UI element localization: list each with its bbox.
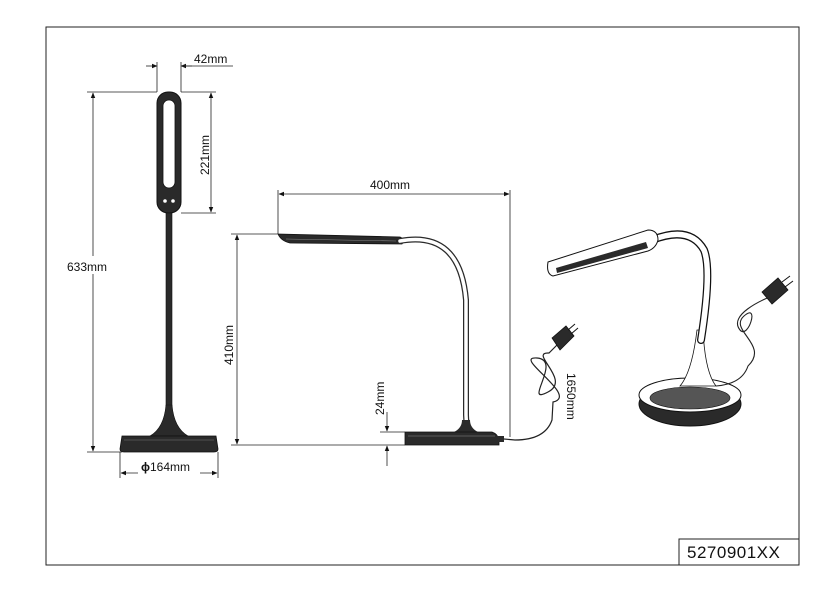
- front-neck: [148, 404, 190, 437]
- height-label: 410mm: [222, 325, 236, 365]
- front-stem: [165, 212, 173, 416]
- head-height-label: 221mm: [198, 135, 212, 175]
- arm-length-label: 400mm: [370, 178, 410, 192]
- base-height-label: 24mm: [373, 382, 387, 415]
- base-diameter-symbol: ϕ: [141, 460, 150, 474]
- drawing-frame: [45, 26, 800, 566]
- perspective-arm: [648, 230, 712, 344]
- product-code: 5270901XX: [687, 543, 780, 562]
- base-diameter-label: 164mm: [150, 460, 190, 474]
- side-base: [404, 431, 500, 446]
- perspective-plug: [761, 277, 789, 305]
- front-view: 42mm 221mm 633mm ϕ 164mm: [64, 52, 233, 478]
- power-plug: [551, 325, 575, 351]
- power-cable: [503, 344, 560, 441]
- product-code-box: 5270901XX: [678, 538, 800, 566]
- side-view: 400mm 410mm 24mm 1650mm: [222, 178, 579, 466]
- perspective-cable: [715, 295, 773, 387]
- perspective-view: [547, 229, 794, 427]
- front-base: [119, 435, 219, 453]
- total-height-label: 633mm: [67, 260, 107, 274]
- head-width-label: 42mm: [194, 52, 227, 66]
- front-lamp-lens: [162, 99, 176, 189]
- cable-length-label: 1650mm: [564, 373, 578, 420]
